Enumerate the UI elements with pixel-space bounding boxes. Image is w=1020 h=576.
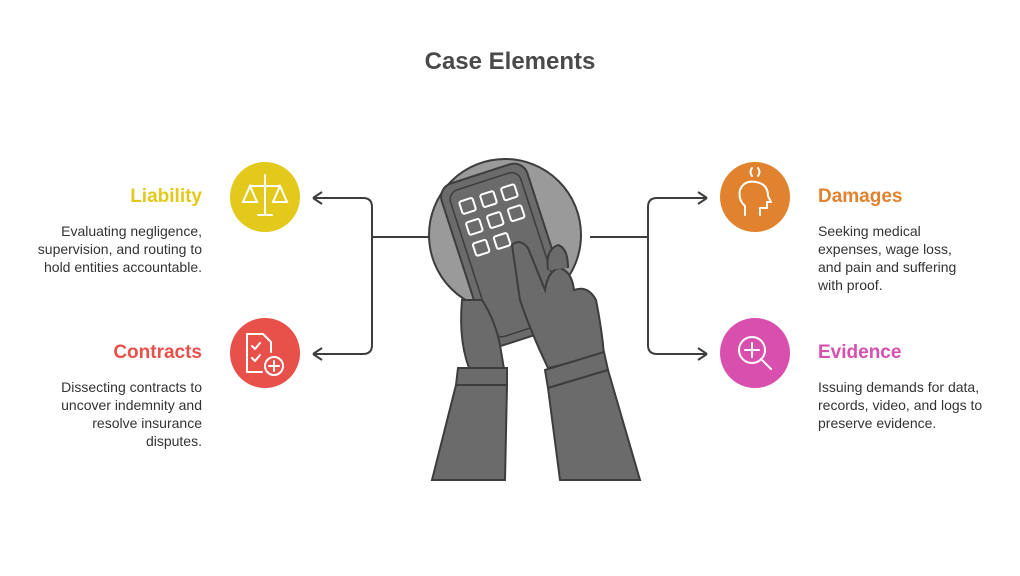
liability-title: Liability bbox=[130, 186, 202, 207]
contracts-node bbox=[230, 318, 300, 388]
connector-right bbox=[590, 191, 708, 361]
magnifier-icon bbox=[738, 336, 772, 370]
damages-node bbox=[720, 162, 790, 232]
contracts-title: Contracts bbox=[113, 342, 202, 363]
evidence-node bbox=[720, 318, 790, 388]
contract-icon bbox=[246, 333, 284, 376]
evidence-title: Evidence bbox=[818, 342, 902, 363]
evidence-description: Issuing demands for data, records, video… bbox=[818, 379, 983, 431]
diagram-title: Case Elements bbox=[424, 48, 596, 75]
connector-left bbox=[312, 191, 430, 361]
damages-title: Damages bbox=[818, 186, 903, 207]
contracts-description: Dissecting contracts to uncover indemnit… bbox=[61, 379, 202, 449]
damages-description: Seeking medical expenses, wage loss, and… bbox=[818, 223, 957, 293]
liability-node bbox=[230, 162, 300, 232]
scales-icon bbox=[241, 174, 289, 216]
liability-description: Evaluating negligence, supervision, and … bbox=[37, 223, 202, 275]
head-icon bbox=[738, 167, 772, 216]
connector-lines bbox=[312, 191, 708, 361]
calculator-hands-icon bbox=[428, 158, 642, 481]
